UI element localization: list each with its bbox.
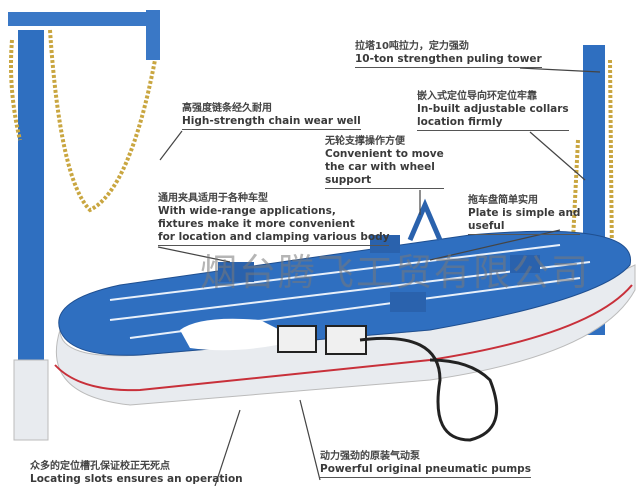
beam-bracket — [146, 10, 160, 60]
annotation-en: High-strength chain wear well — [182, 115, 361, 127]
annotation-cn: 拉塔10吨拉力，定力强劲 — [355, 41, 469, 52]
clamp — [390, 292, 426, 312]
annotation-en: With wide-range applications, — [158, 205, 336, 217]
annotation-cn: 通用夹具适用于各种车型 — [158, 193, 268, 204]
annotation-en: Convenient to move — [325, 148, 444, 160]
annotation-chain: 高强度链条经久耐用 High-strength chain wear well — [182, 102, 361, 130]
platform-opening — [180, 318, 300, 351]
annotation-cn: 高强度链条经久耐用 — [182, 103, 272, 114]
watermark: 烟台腾飞工贸有限公司 — [200, 251, 590, 294]
annotation-tower: 拉塔10吨拉力，定力强劲 10-ton strengthen puling to… — [355, 40, 542, 68]
annotation-en: fixtures make it more convenient — [158, 218, 355, 230]
annotation-en: 10-ton strengthen puling tower — [355, 53, 542, 65]
annotation-pumps: 动力强劲的原装气动泵 Powerful original pneumatic p… — [320, 450, 531, 478]
annotation-cn: 无轮支撑操作方便 — [325, 136, 405, 147]
clamp — [218, 262, 254, 282]
annotation-collars: 嵌入式定位导向环定位牢靠 In-built adjustable collars… — [417, 90, 569, 131]
pump-hose — [359, 336, 499, 442]
pneumatic-pump — [325, 325, 367, 355]
annotation-cn: 嵌入式定位导向环定位牢靠 — [417, 91, 537, 102]
annotation-en: useful — [468, 220, 505, 232]
annotation-en: In-built adjustable collars — [417, 103, 569, 115]
annotation-en: Locating slots ensures an operation — [30, 473, 243, 485]
chain-left — [9, 29, 157, 213]
clamp — [370, 235, 400, 253]
annotation-slots: 众多的定位槽孔保证校正无死点 Locating slots ensures an… — [30, 460, 243, 486]
annotation-fixtures: 通用夹具适用于各种车型 With wide-range applications… — [158, 192, 390, 246]
annotation-wheel: 无轮支撑操作方便 Convenient to move the car with… — [325, 135, 444, 189]
left-tower — [18, 30, 44, 370]
annotation-plate: 拖车盘简单实用 Plate is simple and useful — [468, 194, 581, 235]
annotation-cn: 动力强劲的原装气动泵 — [320, 451, 420, 462]
annotation-cn: 拖车盘简单实用 — [468, 195, 538, 206]
clamp — [510, 255, 540, 273]
annotation-cn: 众多的定位槽孔保证校正无死点 — [30, 461, 170, 472]
annotation-en: Plate is simple and — [468, 207, 581, 219]
platform-stripe — [54, 284, 633, 392]
leader-lines — [157, 67, 601, 486]
pneumatic-pump — [277, 325, 317, 353]
annotation-en: location firmly — [417, 116, 503, 128]
annotation-en: Powerful original pneumatic pumps — [320, 463, 531, 475]
left-tower-base — [13, 359, 49, 441]
annotation-en: for location and clamping various body — [158, 231, 390, 243]
tow-plate — [407, 198, 443, 241]
annotation-en: the car with wheel — [325, 161, 435, 173]
top-beam — [8, 12, 160, 26]
annotation-en: support — [325, 174, 372, 186]
